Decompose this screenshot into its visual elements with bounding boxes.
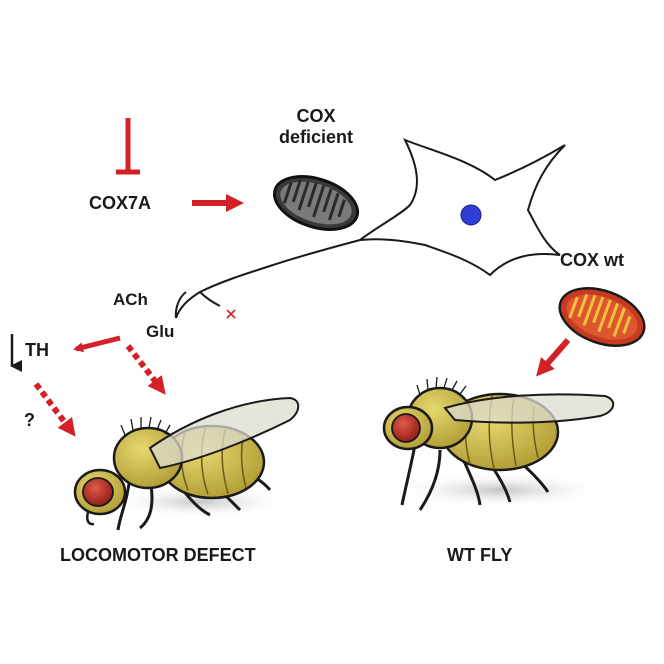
ach-label: ACh — [113, 290, 148, 309]
cox7a-label: COX7A — [89, 193, 152, 213]
glu-to-fly-dashed-arrow — [125, 344, 166, 395]
cox-deficient-label: COX deficient — [258, 106, 374, 147]
locomotor-defect-label: LOCOMOTOR DEFECT — [60, 545, 256, 565]
th-label: TH — [25, 340, 49, 360]
fly-defect-icon — [73, 396, 300, 531]
glu-to-th-arrow — [73, 335, 121, 353]
glu-label: Glu — [146, 322, 175, 341]
mitochondrion-wt-icon — [558, 287, 646, 347]
cox-wt-label: COX wt — [560, 250, 625, 270]
fly-wt-icon — [382, 376, 615, 511]
question-label: ? — [24, 410, 35, 430]
neuron-icon — [174, 138, 566, 319]
wt-fly-label: WT FLY — [447, 545, 513, 565]
cox-deficient-label-line2: deficient — [278, 126, 353, 147]
nucleus-icon — [460, 204, 482, 226]
mitochondrion-deficient-icon — [272, 175, 360, 231]
cox-deficient-label-line1: COX — [296, 106, 336, 126]
wt-mito-arrow — [536, 338, 571, 377]
synapse-x-icon — [226, 309, 236, 319]
th-to-fly-dashed-arrow — [33, 382, 76, 437]
inhibition-icon — [116, 118, 140, 175]
